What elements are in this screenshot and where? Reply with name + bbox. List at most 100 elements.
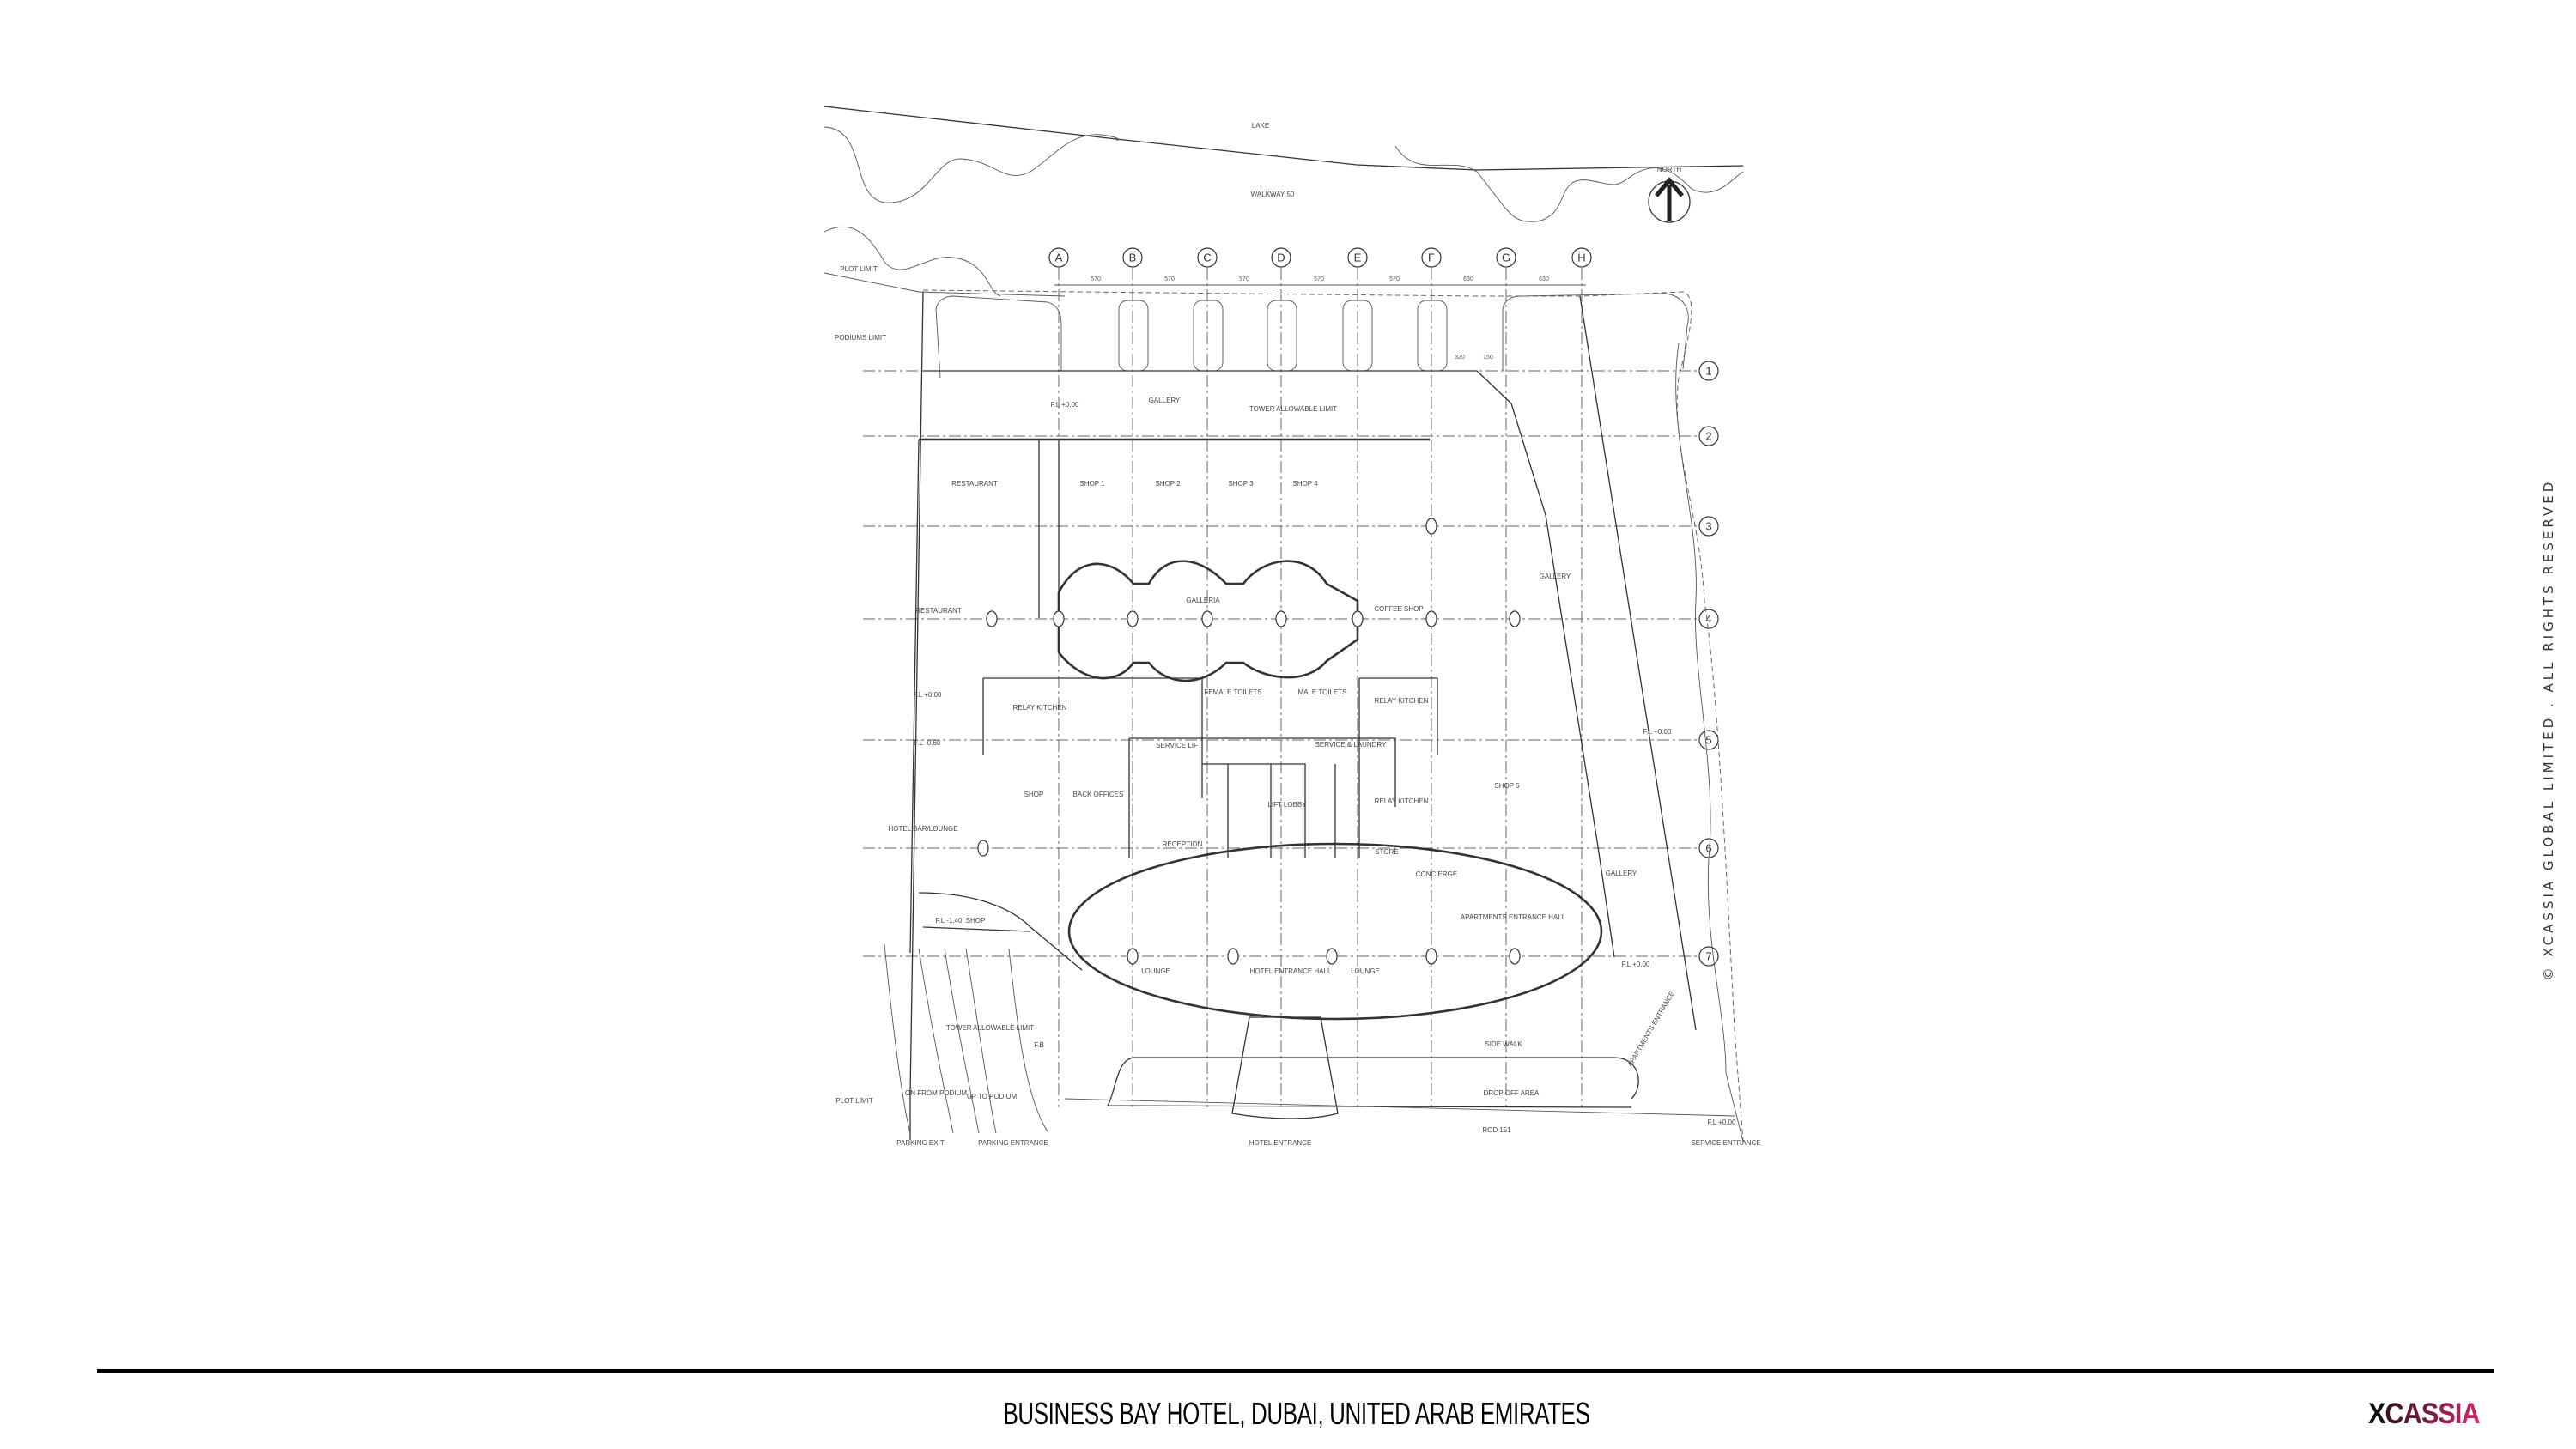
row-label: 2: [1705, 430, 1711, 443]
column-label: G: [1502, 252, 1510, 264]
drop-off-loop: [1107, 1057, 1639, 1108]
room-label: SHOP 5: [1494, 782, 1520, 790]
column-label: C: [1203, 252, 1211, 264]
level-label: F.L +0.00: [1622, 961, 1650, 968]
column-label: B: [1129, 252, 1137, 264]
row-label: 1: [1705, 365, 1711, 378]
column-bubbles: A B C D E F G H: [1048, 247, 1592, 268]
room-label: HOTEL ENTRANCE: [1249, 1139, 1312, 1147]
room-label: MALE TOILETS: [1297, 688, 1346, 696]
row-label: 7: [1705, 950, 1711, 963]
room-label: APARTMENTS ENTRANCE HALL: [1461, 913, 1566, 921]
room-label: UP TO PODIUM: [967, 1093, 1018, 1100]
dimension-label: 150: [1483, 355, 1493, 361]
room-label: SHOP: [966, 917, 986, 925]
planters: [1118, 300, 1448, 372]
room-label: LOUNGE: [1141, 967, 1170, 975]
dimension-label: 570: [1239, 276, 1249, 282]
lake-label: LAKE: [1252, 122, 1269, 130]
room-label: RELAY KITCHEN: [1375, 797, 1429, 805]
room-label: RESTAURANT: [951, 480, 998, 488]
dimension-label: 570: [1314, 276, 1324, 282]
column-label: E: [1354, 252, 1362, 264]
room-label: SERVICE ENTRANCE: [1691, 1139, 1760, 1147]
room-label: SIDE WALK: [1485, 1040, 1522, 1048]
level-label: F.L +0.00: [1708, 1119, 1736, 1126]
column-label: F: [1428, 252, 1435, 264]
room-label: SHOP 2: [1155, 480, 1181, 488]
dimension-label: 320: [1455, 355, 1465, 361]
entrance-canopy: [1231, 1016, 1339, 1119]
room-label: BACK OFFICES: [1073, 791, 1124, 798]
level-label: F.L -0.60: [914, 739, 941, 747]
north-arrow-icon: [1648, 177, 1691, 223]
room-label: HOTEL BAR/LOUNGE: [888, 825, 957, 833]
room-label: GALLERY: [1540, 573, 1571, 580]
room-label: SHOP 3: [1228, 480, 1254, 488]
north-label: NORTH: [1657, 166, 1682, 173]
room-label: ROD 151: [1482, 1126, 1511, 1134]
room-label: LOUNGE: [1351, 967, 1380, 975]
lake-edge: [823, 106, 1744, 297]
podiums-limit-label: PODIUMS LIMIT: [835, 334, 886, 342]
galleria-outline: [1057, 560, 1359, 682]
column-label: D: [1277, 252, 1285, 264]
level-label: F.L +0.00: [1051, 401, 1079, 409]
room-label: COFFEE SHOP: [1374, 605, 1423, 613]
room-label: PARKING ENTRANCE: [978, 1139, 1048, 1147]
dimension-label: 570: [1091, 276, 1101, 282]
parking-ramps: [884, 943, 1048, 1134]
copyright-notice: © XCASSIA GLOBAL LIMITED . ALL RIGHTS RE…: [2541, 478, 2556, 981]
room-label: SERVICE & LAUNDRY: [1315, 741, 1388, 749]
logo-x: X: [2368, 1397, 2385, 1430]
site-boundary: [909, 289, 1744, 1143]
room-label: SHOP 4: [1292, 480, 1318, 488]
room-label: LIFT LOBBY: [1267, 801, 1307, 809]
room-label: SHOP 1: [1079, 480, 1105, 488]
column-label: A: [1055, 252, 1063, 264]
level-label: F.L +0.00: [1643, 728, 1672, 736]
room-label: FEMALE TOILETS: [1204, 688, 1261, 696]
room-label: APARTMENTS ENTRANCE: [1626, 990, 1676, 1068]
room-label: GALLERIA: [1186, 597, 1220, 604]
room-label: HOTEL ENTRANCE HALL: [1250, 967, 1332, 975]
room-label: RESTAURANT: [915, 607, 962, 615]
column-grid: [1058, 268, 1583, 1107]
room-label: CONCIERGE: [1416, 870, 1457, 878]
room-label: PARKING EXIT: [896, 1139, 945, 1147]
level-label: F.L -1.40: [936, 917, 963, 925]
plot-limit-label: PLOT LIMIT: [840, 265, 878, 273]
room-label: SHOP: [1024, 791, 1044, 798]
room-label: PLOT LIMIT: [835, 1097, 873, 1105]
dimension-label: 630: [1539, 276, 1549, 282]
dimension-label: 630: [1463, 276, 1473, 282]
row-label: 6: [1705, 842, 1711, 855]
room-label: RELAY KITCHEN: [1013, 704, 1067, 712]
room-labels: PLOT LIMIT PODIUMS LIMIT GALLERY TOWER A…: [835, 265, 1761, 1147]
row-bubbles: 1 2 3 4 5 6 7: [1698, 361, 1719, 967]
room-label: TOWER ALLOWABLE LIMIT: [946, 1024, 1034, 1032]
room-label: ON FROM PODIUM: [905, 1089, 967, 1097]
walkway-label: WALKWAY 50: [1251, 191, 1295, 198]
building-outline: [909, 370, 1615, 971]
xcassia-logo: XCASSIA: [2368, 1397, 2481, 1431]
row-label: 3: [1705, 520, 1711, 533]
level-label: F.L +0.00: [914, 691, 942, 699]
fb-label: F.B: [1034, 1041, 1044, 1049]
column-label: H: [1577, 252, 1585, 264]
row-label: 4: [1705, 613, 1711, 626]
dimension-label: 570: [1389, 276, 1400, 282]
room-label: STORE: [1375, 848, 1398, 856]
room-label: GALLERY: [1606, 870, 1637, 877]
room-label: SERVICE LIFT: [1156, 742, 1202, 749]
room-label: RECEPTION: [1163, 840, 1203, 848]
columns: [977, 518, 1521, 965]
room-label: GALLERY: [1149, 397, 1181, 404]
room-label: DROP OFF AREA: [1484, 1089, 1540, 1097]
room-label: TOWER ALLOWABLE LIMIT: [1249, 405, 1337, 413]
logo-cassia: CASSIA: [2385, 1397, 2481, 1430]
project-title: BUSINESS BAY HOTEL, DUBAI, UNITED ARAB E…: [1003, 1396, 1590, 1431]
footer-divider: [97, 1369, 2494, 1373]
room-label: RELAY KITCHEN: [1375, 697, 1429, 705]
